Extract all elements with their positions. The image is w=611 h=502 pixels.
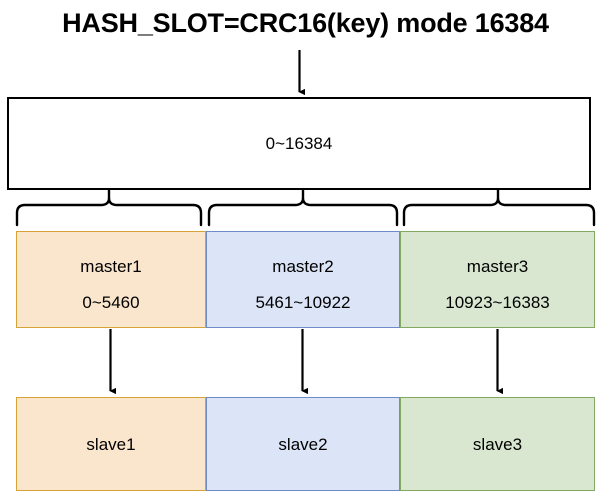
master-node-2-range: 5461~10922: [255, 293, 351, 312]
master-node-1-range: 0~5460: [82, 293, 140, 312]
slave-node-1-name: slave1: [86, 434, 136, 454]
slave-node-3-name: slave3: [472, 434, 523, 454]
slave-node-3[interactable]: slave3: [400, 397, 595, 491]
slot-range-label: 0~16384: [265, 133, 333, 153]
master-node-3-range: 10923~16383: [445, 293, 550, 312]
brace-master2: [207, 188, 399, 227]
master-node-2[interactable]: master2 5461~10922: [206, 231, 400, 328]
slot-range-box: 0~16384: [7, 97, 591, 190]
diagram-title: HASH_SLOT=CRC16(key) mode 16384: [62, 8, 549, 38]
slave-node-1[interactable]: slave1: [16, 397, 206, 491]
brace-master1: [15, 188, 203, 227]
master-node-1[interactable]: master1 0~5460: [16, 231, 206, 328]
brace-master3: [402, 188, 596, 227]
master-node-3-name: master3: [466, 257, 529, 276]
master-node-3[interactable]: master3 10923~16383: [400, 231, 595, 328]
master-node-2-name: master2: [272, 257, 334, 276]
master-node-1-name: master1: [80, 257, 142, 276]
slave-node-row: slave1 slave2 slave3: [16, 397, 595, 491]
master-node-row: master1 0~5460 master2 5461~10922 master…: [16, 231, 595, 328]
slave-node-2-name: slave2: [278, 434, 328, 454]
slave-node-2[interactable]: slave2: [206, 397, 400, 491]
